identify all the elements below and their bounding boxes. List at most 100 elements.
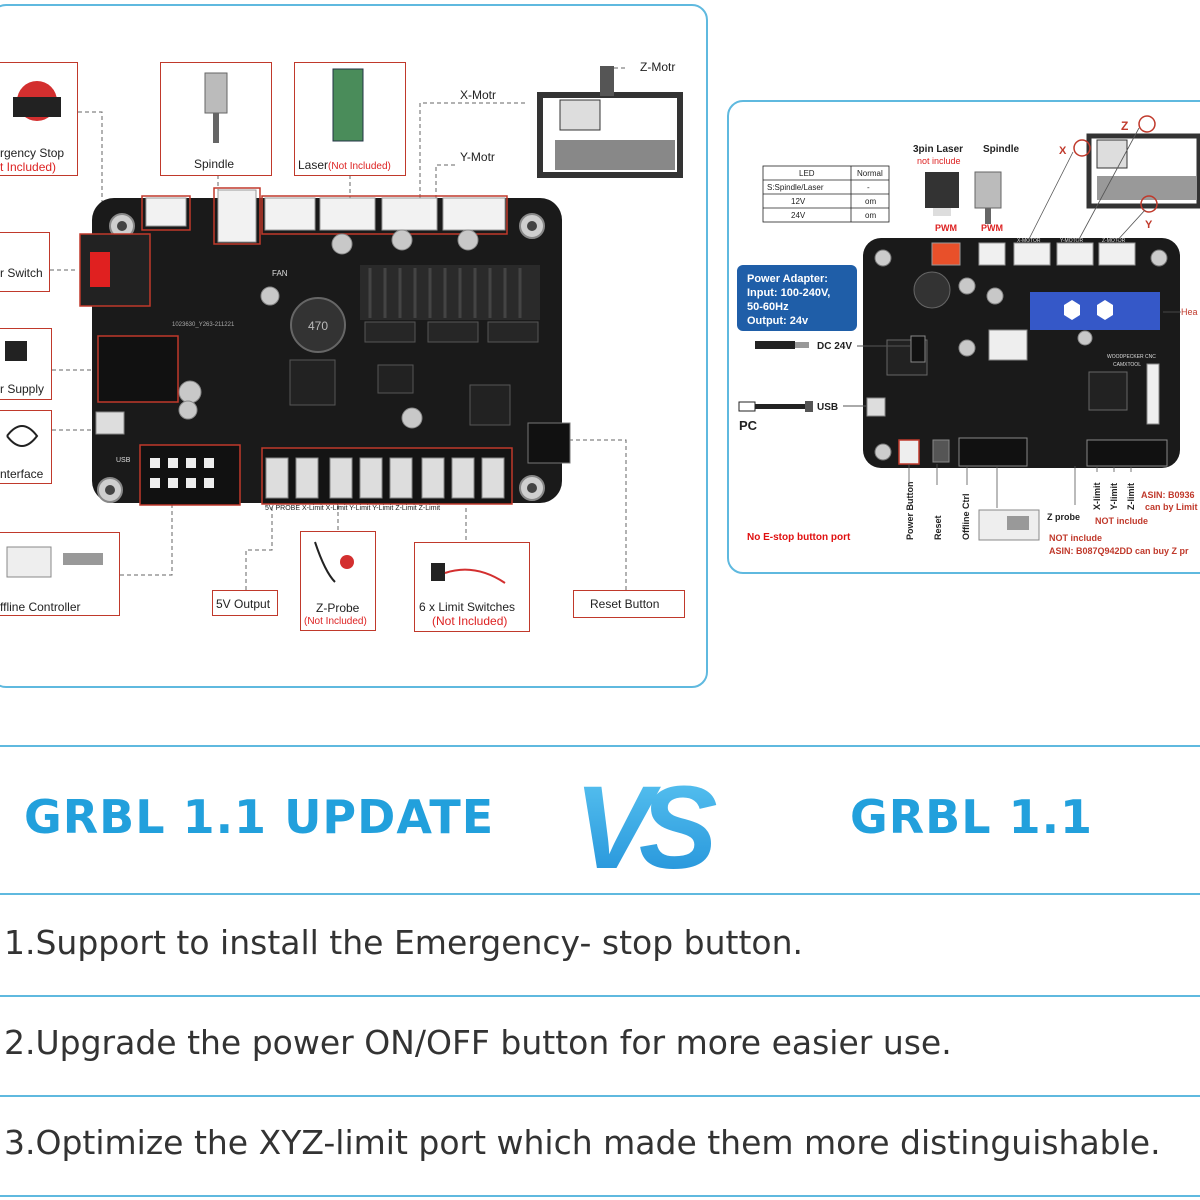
z-probe-icon: [314, 541, 354, 583]
led-table-header-1: Normal: [857, 169, 883, 178]
dc-plug-icon: [755, 341, 809, 349]
not-include-1: NOT include: [1095, 516, 1148, 526]
right-z-probe-label: Z probe: [1047, 512, 1080, 522]
offline-controller-icon: [6, 546, 103, 578]
comparison-header: [0, 745, 1200, 895]
limit-switches-note: (Not Included): [432, 614, 508, 628]
pwm-label-1: PWM: [935, 223, 957, 233]
x-limit-label: X-limit: [1092, 482, 1102, 510]
asin-1-note: can by Limit: [1145, 502, 1198, 512]
spindle-icon: [974, 171, 1002, 224]
right-y-motor-mark: Y-MOTOR: [1060, 238, 1083, 244]
right-sub-mark: CAMXTOOL: [1113, 362, 1141, 368]
emergency-stop-callout: [0, 62, 78, 176]
led-table-cell: 12V: [791, 197, 806, 206]
laser-module-icon: [332, 68, 364, 142]
reset-button-callout: [573, 590, 685, 618]
cnc-frame-icon: [537, 66, 683, 178]
power-adapter-line: Output: 24v: [747, 315, 809, 327]
power-supply-callout: [0, 328, 52, 400]
led-table-cell: om: [865, 211, 876, 220]
asin-2: ASIN: B087Q942DD can buy Z pr: [1049, 546, 1189, 556]
pc-label: PC: [739, 418, 758, 433]
power-adapter-line: Power Adapter:: [747, 273, 828, 285]
feature-row: 2.Upgrade the power ON/OFF button for mo…: [0, 995, 1200, 1097]
z-probe-callout: [300, 531, 376, 631]
interface-callout: [0, 410, 52, 484]
dc-label: DC 24V: [817, 341, 852, 352]
spindle-callout: [160, 62, 272, 176]
laser-label: Laser(Not Included): [298, 158, 391, 172]
laser-not-include: not include: [917, 156, 961, 166]
spindle-icon: [204, 72, 228, 143]
right-brand-mark: WOODPECKER CNC: [1107, 354, 1156, 360]
z-probe-label: Z-Probe: [316, 601, 360, 615]
feature-row: 1.Support to install the Emergency- stop…: [0, 895, 1200, 997]
emergency-stop-note: t Included): [0, 160, 57, 174]
offline-controller-icon: [978, 509, 1040, 541]
led-table-cell: S:Spindle/Laser: [767, 183, 824, 192]
left-board-diagram: 470 1023630_Y263-211221 FAN USB 5V PROBE…: [50, 66, 683, 590]
z-limit-label: Z-limit: [1126, 483, 1136, 510]
x-motor-label: X-Motr: [460, 88, 496, 102]
update-title: GRBL 1.1 UPDATE: [24, 790, 495, 844]
reset-label: Reset: [933, 515, 943, 540]
emergency-stop-label: rgency Stop: [0, 146, 65, 160]
vs-text: VS: [574, 762, 717, 885]
limit-switches-label: 6 x Limit Switches: [419, 600, 516, 614]
offline-ctrl-label: Offline Ctrl: [961, 494, 971, 541]
laser-3pin-label: 3pin Laser: [913, 144, 963, 155]
right-z-motor-mark: Z-MOTOR: [1102, 238, 1126, 244]
y-limit-label: Y-limit: [1109, 483, 1119, 510]
usb-mark: USB: [116, 457, 131, 464]
usb-label: USB: [817, 402, 838, 413]
led-table-header-0: LED: [799, 169, 815, 178]
power-supply-label: r Supply: [0, 382, 45, 396]
reset-button-label: Reset Button: [590, 597, 660, 611]
power-switch-callout: [0, 232, 50, 292]
limit-switch-icon: [431, 563, 506, 584]
pwm-label-2: PWM: [981, 223, 1003, 233]
inductor-mark: 470: [308, 319, 328, 333]
usb-cable-icon: [6, 425, 39, 447]
y-motor-label: Y-Motr: [460, 150, 495, 164]
laser-callout: [294, 62, 406, 176]
not-include-2: NOT include: [1049, 533, 1102, 543]
five-v-output-label: 5V Output: [216, 597, 271, 611]
no-estop-label: No E-stop button port: [747, 532, 851, 543]
laser-note: (Not Included): [328, 161, 391, 172]
power-supply-icon: [5, 341, 27, 361]
usb-cable-icon: [738, 401, 813, 412]
right-board-diagram: X-MOTOR Y-MOTOR Z-MOTOR WOODPECKER CNC C…: [737, 115, 1200, 556]
z-probe-note: (Not Included): [304, 616, 367, 627]
laser-module-icon: [925, 172, 959, 216]
bottom-header-marks: 5V PROBE X-Limit X-Limit Y-Limit Y-Limit…: [265, 505, 440, 512]
power-switch-label: r Switch: [0, 266, 43, 280]
vs-logo: VS: [574, 762, 720, 885]
limit-switches-callout: [414, 542, 530, 632]
emergency-stop-icon: [13, 81, 61, 121]
laser-label-text: Laser: [298, 158, 329, 172]
feature-row: 3.Optimize the XYZ-limit port which made…: [0, 1095, 1200, 1197]
right-x-motor-mark: X-MOTOR: [1017, 238, 1041, 244]
power-adapter-line: 50-60Hz: [747, 301, 789, 313]
power-button-label: Power Button: [905, 482, 915, 541]
heat-label: Hea: [1181, 307, 1198, 317]
y-axis-label: Y: [1145, 219, 1153, 231]
right-spindle-label: Spindle: [983, 144, 1020, 155]
z-motor-label: Z-Motr: [640, 60, 676, 74]
x-axis-label: X: [1059, 145, 1067, 157]
offline-controller-label: ffline Controller: [0, 600, 81, 614]
fan-mark: FAN: [272, 269, 288, 278]
feature-text: 2.Upgrade the power ON/OFF button for mo…: [4, 1023, 952, 1062]
asin-1: ASIN: B0936: [1141, 490, 1195, 500]
feature-text: 3.Optimize the XYZ-limit port which made…: [4, 1123, 1161, 1162]
power-adapter-box: [737, 265, 857, 331]
led-table-cell: om: [865, 197, 876, 206]
led-table-cell: -: [867, 183, 870, 192]
five-v-output-callout: [212, 590, 278, 616]
board-serial: 1023630_Y263-211221: [172, 322, 235, 328]
feature-text: 1.Support to install the Emergency- stop…: [4, 923, 803, 962]
z-axis-label: Z: [1121, 119, 1128, 133]
cnc-frame-icon: [1073, 115, 1200, 213]
